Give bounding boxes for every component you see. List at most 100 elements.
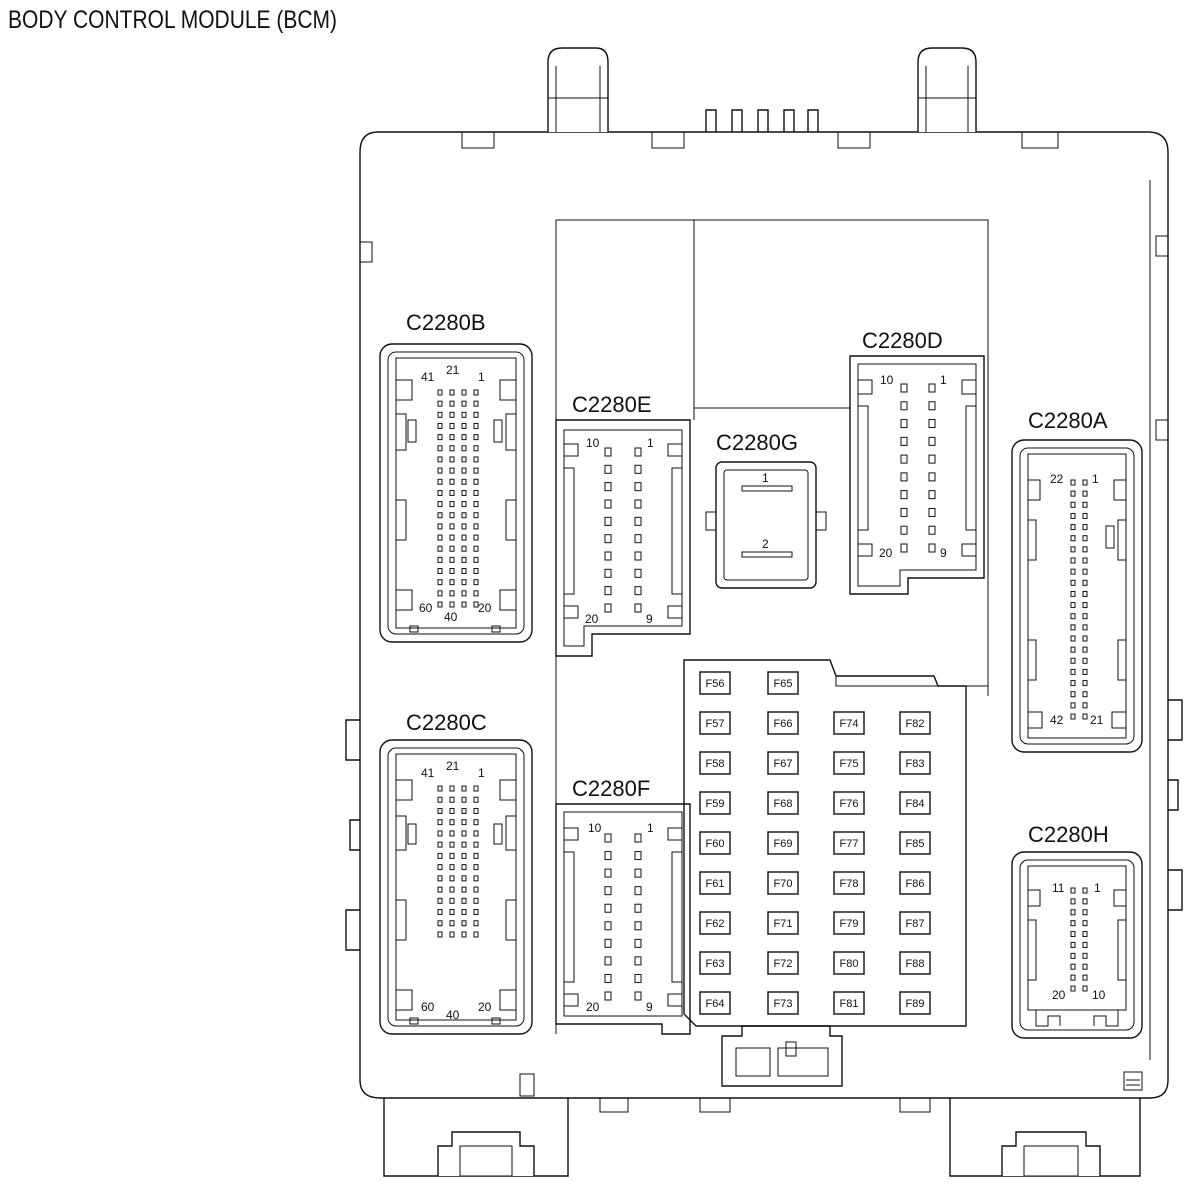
fuse-label: F75 bbox=[840, 758, 859, 770]
diagram-title: BODY CONTROL MODULE (BCM) bbox=[8, 6, 338, 34]
c2280e-label: C2280E bbox=[572, 392, 652, 417]
fuse-label: F61 bbox=[706, 878, 725, 890]
fuse-slot bbox=[899, 791, 931, 815]
svg-text:2: 2 bbox=[762, 537, 769, 551]
fuse-slot bbox=[899, 991, 931, 1015]
c2280d-label: C2280D bbox=[862, 328, 943, 353]
svg-text:1: 1 bbox=[647, 436, 654, 450]
fuse-label: F57 bbox=[706, 718, 725, 730]
fuse-label: F86 bbox=[906, 878, 925, 890]
fuse-label: F84 bbox=[906, 798, 925, 810]
svg-text:60: 60 bbox=[421, 1000, 435, 1014]
fuse-slot bbox=[767, 751, 799, 775]
fuse-slot bbox=[699, 991, 731, 1015]
fuse-label: F82 bbox=[906, 718, 925, 730]
fuse-label: F67 bbox=[774, 758, 793, 770]
fuse-slot bbox=[833, 911, 865, 935]
connector-c2280f: C2280F 10 1 20 9 bbox=[555, 776, 691, 1035]
c2280c-label: C2280C bbox=[406, 710, 487, 735]
fuse-label: F80 bbox=[840, 958, 859, 970]
fuse-slot bbox=[833, 751, 865, 775]
fuse-label: F89 bbox=[906, 998, 925, 1010]
fuse-slot bbox=[767, 911, 799, 935]
fuse-label: F71 bbox=[774, 918, 793, 930]
fuse-slot bbox=[899, 711, 931, 735]
c2280a-label: C2280A bbox=[1028, 408, 1108, 433]
fuse-slot bbox=[899, 831, 931, 855]
svg-text:40: 40 bbox=[446, 1008, 460, 1022]
svg-text:22: 22 bbox=[1050, 472, 1064, 486]
fuse-label: F88 bbox=[906, 958, 925, 970]
fuse-slot bbox=[699, 751, 731, 775]
fuse-label: F76 bbox=[840, 798, 859, 810]
fuse-label: F85 bbox=[906, 838, 925, 850]
fuse-label: F68 bbox=[774, 798, 793, 810]
fuse-label: F58 bbox=[706, 758, 725, 770]
svg-text:20: 20 bbox=[586, 1000, 600, 1014]
fuse-slot bbox=[833, 711, 865, 735]
svg-text:10: 10 bbox=[1092, 988, 1106, 1002]
connector-c2280h: C2280H 11 1 20 10 bbox=[1011, 822, 1143, 1039]
svg-text:20: 20 bbox=[879, 546, 893, 560]
svg-text:11: 11 bbox=[1052, 881, 1065, 895]
fuse-label: F62 bbox=[706, 918, 725, 930]
fuse-label: F63 bbox=[706, 958, 725, 970]
svg-text:20: 20 bbox=[1052, 988, 1066, 1002]
module-housing bbox=[345, 47, 1183, 1177]
fuse-slot bbox=[833, 951, 865, 975]
fuse-label: F78 bbox=[840, 878, 859, 890]
fuse-slot bbox=[899, 951, 931, 975]
svg-text:60: 60 bbox=[419, 601, 433, 615]
fuse-slot bbox=[833, 871, 865, 895]
fuse-slot bbox=[767, 951, 799, 975]
fuse-slot bbox=[767, 991, 799, 1015]
fuse-slot bbox=[767, 791, 799, 815]
connector-c2280d: C2280D 10 1 20 9 bbox=[849, 328, 985, 595]
fuse-label: F73 bbox=[774, 998, 793, 1010]
fuse-slot bbox=[699, 911, 731, 935]
fuse-slot bbox=[767, 671, 799, 695]
svg-text:40: 40 bbox=[444, 610, 458, 624]
fuse-label: F56 bbox=[706, 678, 725, 690]
fuse-slot bbox=[767, 711, 799, 735]
fuse-slot bbox=[699, 831, 731, 855]
fuse-slot bbox=[833, 831, 865, 855]
svg-text:1: 1 bbox=[647, 821, 654, 835]
svg-text:21: 21 bbox=[446, 363, 460, 377]
svg-text:1: 1 bbox=[1094, 881, 1101, 895]
c2280f-label: C2280F bbox=[572, 776, 650, 801]
fuse-label: F60 bbox=[706, 838, 725, 850]
fuse-label: F66 bbox=[774, 718, 793, 730]
fuse-label: F79 bbox=[840, 918, 859, 930]
fuse-slot bbox=[699, 871, 731, 895]
fuse-slot bbox=[899, 751, 931, 775]
fuse-label: F83 bbox=[906, 758, 925, 770]
svg-text:20: 20 bbox=[478, 601, 492, 615]
svg-text:20: 20 bbox=[585, 612, 599, 626]
svg-text:21: 21 bbox=[446, 759, 460, 773]
fuse-label: F77 bbox=[840, 838, 859, 850]
svg-text:42: 42 bbox=[1050, 713, 1064, 727]
fuse-slot bbox=[767, 871, 799, 895]
c2280b-label: C2280B bbox=[406, 310, 486, 335]
connector-c2280e: C2280E 10 1 20 9 bbox=[555, 392, 691, 657]
fuse-label: F59 bbox=[706, 798, 725, 810]
svg-text:10: 10 bbox=[586, 436, 600, 450]
fuse-label: F72 bbox=[774, 958, 793, 970]
fuse-slot bbox=[833, 791, 865, 815]
fuse-slot bbox=[833, 991, 865, 1015]
fuse-label: F87 bbox=[906, 918, 925, 930]
svg-text:20: 20 bbox=[478, 1000, 492, 1014]
fuse-label: F64 bbox=[706, 998, 725, 1010]
svg-text:10: 10 bbox=[880, 373, 894, 387]
connector-c2280g: C2280G 1 2 bbox=[705, 430, 827, 589]
fuse-slot bbox=[767, 831, 799, 855]
fuse-label: F70 bbox=[774, 878, 793, 890]
svg-text:1: 1 bbox=[762, 471, 769, 485]
svg-text:1: 1 bbox=[1092, 472, 1099, 486]
svg-text:1: 1 bbox=[478, 370, 485, 384]
svg-text:9: 9 bbox=[646, 612, 653, 626]
svg-text:21: 21 bbox=[1090, 713, 1104, 727]
connector-c2280c: C2280C 41 21 1 60 40 20 bbox=[379, 710, 533, 1035]
c2280g-label: C2280G bbox=[716, 430, 798, 455]
